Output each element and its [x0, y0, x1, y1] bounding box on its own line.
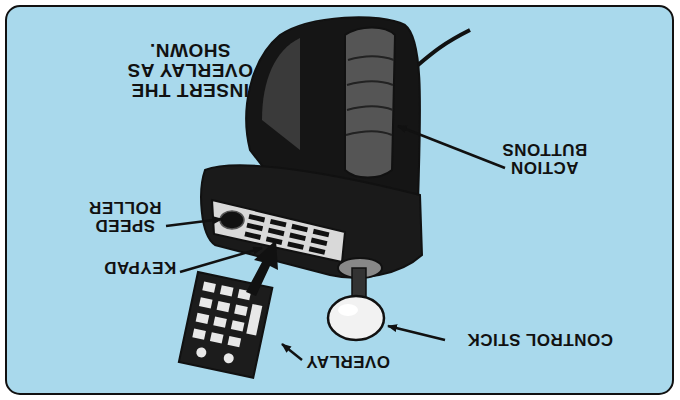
handle-highlight: [262, 38, 300, 150]
part-label: SPEED ROLLER: [84, 198, 166, 234]
part-label: INSERT THE OVERLAY AS SHOWN.: [100, 40, 280, 100]
button-ribs: [346, 56, 394, 135]
leader-lines: [166, 126, 505, 360]
panel-frame: [6, 6, 673, 394]
part-label: KEYPAD: [98, 258, 182, 276]
speed-roller: [220, 211, 244, 229]
controller-base: [201, 165, 422, 277]
leader-line: [180, 248, 262, 272]
stick-knob: [328, 296, 384, 340]
knob-highlight: [338, 304, 358, 316]
leader-line: [282, 344, 302, 360]
leader-line: [166, 219, 222, 226]
keypad-face: [212, 200, 345, 262]
part-label: ACTION BUTTONS: [497, 140, 592, 176]
part-label: OVERLAY: [296, 352, 400, 370]
leader-line: [398, 126, 505, 168]
action-button-strip: [345, 28, 395, 178]
part-label: CONTROL STICK: [448, 330, 632, 348]
controller-cord: [412, 30, 470, 70]
leader-line: [388, 326, 445, 340]
